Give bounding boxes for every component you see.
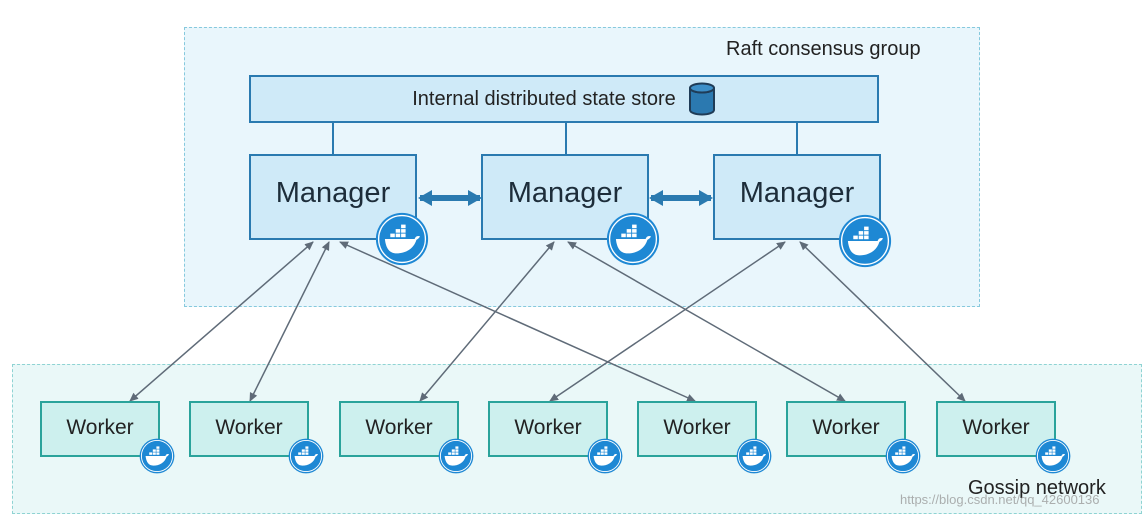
docker-icon <box>139 438 175 474</box>
manager-label: Manager <box>507 176 623 209</box>
state-store-label: Internal distributed state store <box>412 87 676 110</box>
gossip-network-label: Gossip network <box>968 477 1106 499</box>
worker-node-3: Worker <box>339 401 459 457</box>
worker-node-6: Worker <box>786 401 906 457</box>
worker-node-7: Worker <box>936 401 1056 457</box>
docker-icon <box>736 438 772 474</box>
worker-node-1: Worker <box>40 401 160 457</box>
worker-node-2: Worker <box>189 401 309 457</box>
manager-label: Manager <box>739 176 855 209</box>
docker-icon <box>885 438 921 474</box>
worker-label: Worker <box>812 416 880 439</box>
raft-group-label: Raft consensus group <box>726 38 921 60</box>
link-worker1-manager1 <box>129 241 314 402</box>
link-worker3-manager2 <box>419 241 555 402</box>
worker-label: Worker <box>663 416 731 439</box>
docker-icon <box>438 438 474 474</box>
link-worker7-manager3 <box>799 241 966 402</box>
worker-label: Worker <box>514 416 582 439</box>
database-icon <box>688 82 715 116</box>
internal-state-store: Internal distributed state store <box>249 75 879 123</box>
worker-node-5: Worker <box>637 401 757 457</box>
worker-label: Worker <box>365 416 433 439</box>
worker-label: Worker <box>66 416 134 439</box>
docker-icon <box>838 214 892 268</box>
worker-node-4: Worker <box>488 401 608 457</box>
link-worker2-manager1 <box>249 241 330 402</box>
watermark: https://blog.csdn.net/qq_42600136 <box>900 492 1100 507</box>
docker-icon <box>288 438 324 474</box>
docker-icon <box>606 212 660 266</box>
worker-label: Worker <box>962 416 1030 439</box>
docker-icon <box>1035 438 1071 474</box>
link-worker4-manager3 <box>549 241 786 402</box>
manager-label: Manager <box>275 176 391 209</box>
docker-icon <box>375 212 429 266</box>
worker-label: Worker <box>215 416 283 439</box>
docker-icon <box>587 438 623 474</box>
